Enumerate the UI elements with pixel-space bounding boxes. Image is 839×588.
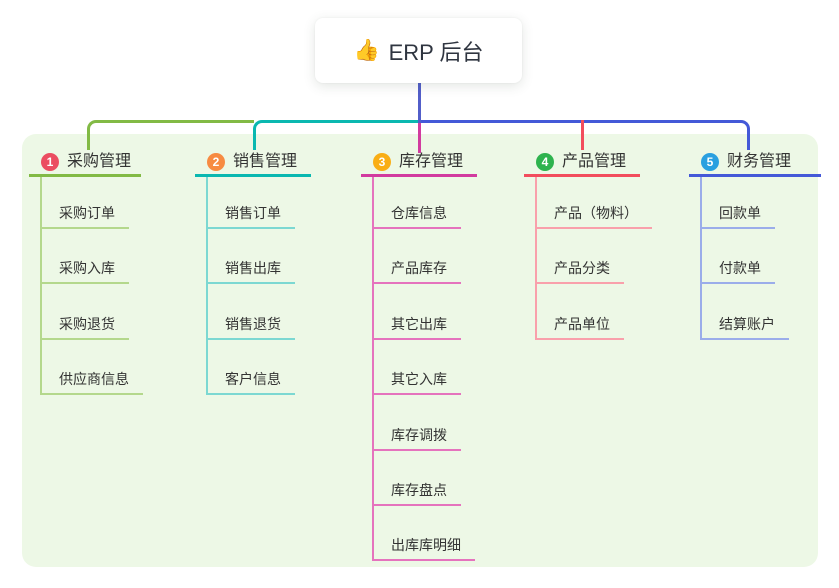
connector-branch-4 (581, 120, 584, 150)
branch-sales: 2 销售管理 销售订单 销售出库 销售退货 客户信息 (195, 149, 311, 396)
branch-node[interactable]: 2 销售管理 (195, 149, 311, 177)
child-node[interactable]: 采购入库 (42, 229, 129, 285)
child-node[interactable]: 出库库明细 (374, 506, 475, 562)
branch-node[interactable]: 3 库存管理 (361, 149, 477, 177)
child-label: 产品（物料） (554, 205, 638, 221)
thumbs-up-icon: 👍 (353, 39, 380, 62)
child-label: 回款单 (719, 205, 761, 221)
child-label: 结算账户 (719, 315, 775, 332)
child-node[interactable]: 付款单 (702, 229, 775, 285)
child-label: 采购入库 (59, 260, 115, 277)
child-node[interactable]: 库存调拨 (374, 395, 461, 451)
branch-label: 产品管理 (562, 152, 627, 170)
connector-branch-1 (87, 120, 254, 150)
branch-node[interactable]: 4 产品管理 (524, 149, 640, 177)
connector-branch-5 (419, 120, 750, 150)
branch-node[interactable]: 1 采购管理 (29, 149, 141, 177)
child-label: 产品分类 (554, 260, 610, 277)
branch-number-badge: 5 (701, 152, 719, 171)
child-node[interactable]: 客户信息 (208, 340, 295, 396)
branch-node[interactable]: 5 财务管理 (689, 149, 821, 177)
branch-children: 销售订单 销售出库 销售退货 客户信息 (206, 177, 295, 396)
child-node[interactable]: 其它出库 (374, 284, 461, 340)
child-node[interactable]: 产品分类 (537, 229, 624, 285)
child-label: 采购订单 (59, 205, 115, 221)
child-label: 仓库信息 (391, 205, 447, 221)
child-label: 出库库明细 (391, 537, 461, 554)
child-label: 库存盘点 (391, 481, 447, 498)
child-node[interactable]: 产品单位 (537, 284, 624, 340)
branch-label: 采购管理 (67, 152, 132, 170)
branch-finance: 5 财务管理 回款单 付款单 结算账户 (689, 149, 821, 340)
child-label: 其它入库 (391, 371, 447, 388)
branch-number-badge: 2 (207, 152, 225, 171)
child-label: 采购退货 (59, 315, 115, 332)
root-node[interactable]: 👍 ERP 后台 (315, 18, 522, 83)
canvas-panel (22, 134, 818, 567)
child-node[interactable]: 采购订单 (42, 177, 129, 229)
branch-number-badge: 1 (41, 152, 59, 171)
child-node[interactable]: 销售退货 (208, 284, 295, 340)
child-label: 供应商信息 (59, 371, 129, 388)
child-node[interactable]: 结算账户 (702, 284, 789, 340)
child-node[interactable]: 产品（物料） (537, 177, 652, 229)
branch-product: 4 产品管理 产品（物料） 产品分类 产品单位 (524, 149, 652, 340)
child-label: 销售退货 (225, 315, 281, 332)
child-label: 库存调拨 (391, 426, 447, 443)
child-label: 产品单位 (554, 315, 610, 332)
root-connector (418, 83, 421, 123)
branch-children: 仓库信息 产品库存 其它出库 其它入库 库存调拨 库存盘点 出库库明细 (372, 177, 475, 562)
child-node[interactable]: 库存盘点 (374, 451, 461, 506)
child-node[interactable]: 销售出库 (208, 229, 295, 285)
child-label: 其它出库 (391, 315, 447, 332)
branch-inventory: 3 库存管理 仓库信息 产品库存 其它出库 其它入库 库存调拨 库存盘点 出库库… (361, 149, 477, 562)
root-label: ERP 后台 (388, 39, 484, 65)
child-label: 销售订单 (225, 205, 281, 221)
child-node[interactable]: 回款单 (702, 177, 775, 229)
connector-branch-3 (418, 120, 421, 153)
branch-children: 采购订单 采购入库 采购退货 供应商信息 (40, 177, 143, 396)
connector-branch-2 (253, 120, 419, 150)
child-label: 产品库存 (391, 260, 447, 277)
child-node[interactable]: 产品库存 (374, 229, 461, 285)
child-label: 付款单 (719, 260, 761, 277)
child-label: 客户信息 (225, 371, 281, 388)
child-node[interactable]: 供应商信息 (42, 340, 143, 396)
branch-number-badge: 4 (536, 152, 554, 171)
branch-children: 产品（物料） 产品分类 产品单位 (535, 177, 652, 340)
branch-purchase: 1 采购管理 采购订单 采购入库 采购退货 供应商信息 (29, 149, 143, 396)
child-node[interactable]: 采购退货 (42, 284, 129, 340)
child-label: 销售出库 (225, 260, 281, 277)
child-node[interactable]: 销售订单 (208, 177, 295, 229)
branch-number-badge: 3 (373, 152, 391, 171)
branch-children: 回款单 付款单 结算账户 (700, 177, 789, 340)
branch-label: 财务管理 (727, 152, 792, 170)
child-node[interactable]: 其它入库 (374, 340, 461, 396)
branch-label: 库存管理 (399, 152, 464, 170)
branch-label: 销售管理 (233, 152, 298, 170)
child-node[interactable]: 仓库信息 (374, 177, 461, 229)
